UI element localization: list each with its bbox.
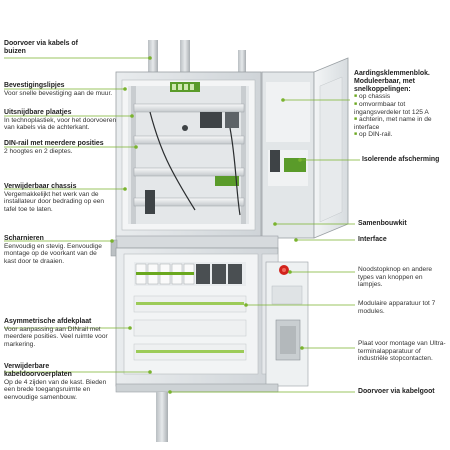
label-title: Uitsnijdbare plaatjes xyxy=(4,109,72,116)
top-conduits xyxy=(148,40,246,74)
label-dinrail: DIN-rail met meerdere posities 2 hoogtes… xyxy=(4,140,108,155)
leader-lines xyxy=(4,57,360,393)
leader-dots xyxy=(110,56,304,394)
label-scharnieren: Scharnieren Eenvoudig en stevig. Eenvoud… xyxy=(4,235,110,266)
label-bullet: omvormbaar tot ingangsverdeler tot 125 A xyxy=(354,101,446,116)
label-title: Doorvoer via kabels of buizen xyxy=(4,40,78,55)
label-title: Isolerende afscherming xyxy=(362,156,440,163)
label-text: Modulaire apparatuur tot 7 modules. xyxy=(358,300,436,315)
label-kabeldoorvoer: Verwijderbare kabeldoorvoerplaten Op de … xyxy=(4,363,108,401)
label-bevestigingslipjes: Bevestigingslipjes Voor snelle bevestigi… xyxy=(4,82,122,97)
label-plaat: Plaat voor montage van Ultra-terminalapp… xyxy=(358,340,448,363)
label-chassis: Verwijderbaar chassis Vergemakkelijkt he… xyxy=(4,183,116,214)
label-text: 2 hoogtes en 2 dieptes. xyxy=(4,147,73,155)
label-title: Samenbouwkit xyxy=(358,220,407,227)
label-bullet: op chassis xyxy=(354,93,446,101)
label-doorvoer-kabelgoot: Doorvoer via kabelgoot xyxy=(358,388,446,396)
label-title: Interface xyxy=(358,236,387,243)
din-rails xyxy=(133,103,245,207)
bottom-gland-plate xyxy=(115,383,279,393)
assembly-kit xyxy=(115,235,279,249)
upper-door-open xyxy=(261,57,349,239)
label-bullet: achterin, met name in de interface xyxy=(354,116,446,131)
label-afdekplaat: Asymmetrische afdekplaat Voor aanpassing… xyxy=(4,318,108,349)
upper-cabinet xyxy=(115,71,262,239)
label-title: DIN-rail met meerdere posities xyxy=(4,140,104,147)
label-text: Vergemakkelijkt het werk van de installa… xyxy=(4,190,105,213)
label-title: Scharnieren xyxy=(4,235,44,242)
label-noodstop: Noodstopknop en andere types van knoppen… xyxy=(358,266,446,289)
label-title: Asymmetrische afdekplaat xyxy=(4,318,92,325)
label-title: Aardingsklemmenblok. Moduleerbaar, met s… xyxy=(354,70,430,93)
label-uitsnijdbare: Uitsnijdbare plaatjes In technoplastiek,… xyxy=(4,109,126,132)
label-text: Voor snelle bevestiging aan de muur. xyxy=(4,89,113,97)
label-interface: Interface xyxy=(358,236,446,244)
label-title: Verwijderbaar chassis xyxy=(4,183,77,190)
label-text: In technoplastiek, voor het doorvoeren v… xyxy=(4,116,117,132)
label-aarding: Aardingsklemmenblok. Moduleerbaar, met s… xyxy=(354,70,446,139)
label-modulaire: Modulaire apparatuur tot 7 modules. xyxy=(358,300,446,315)
label-text: Noodstopknop en andere types van knoppen… xyxy=(358,266,433,289)
terminal-blocks xyxy=(145,82,239,214)
label-text: Op de 4 zijden van de kast. Bieden een b… xyxy=(4,378,107,401)
lower-cabinet xyxy=(115,247,309,387)
label-title: Doorvoer via kabelgoot xyxy=(358,388,435,395)
bottom-conduit xyxy=(156,392,168,442)
label-title: Bevestigingslipjes xyxy=(4,82,65,89)
label-title: Verwijderbare kabeldoorvoerplaten xyxy=(4,363,72,378)
label-samenbouwkit: Samenbouwkit xyxy=(358,220,446,228)
label-isolerende: Isolerende afscherming xyxy=(362,156,448,164)
label-text: Plaat voor montage van Ultra-terminalapp… xyxy=(358,340,446,363)
label-doorvoer-top: Doorvoer via kabels of buizen xyxy=(4,40,96,56)
label-text: Eenvoudig en stevig. Eenvoudige montage … xyxy=(4,242,102,265)
label-bullet: op DIN-rail. xyxy=(354,131,446,139)
label-text: Voor aanpassing aan DINrail met meerdere… xyxy=(4,325,108,348)
